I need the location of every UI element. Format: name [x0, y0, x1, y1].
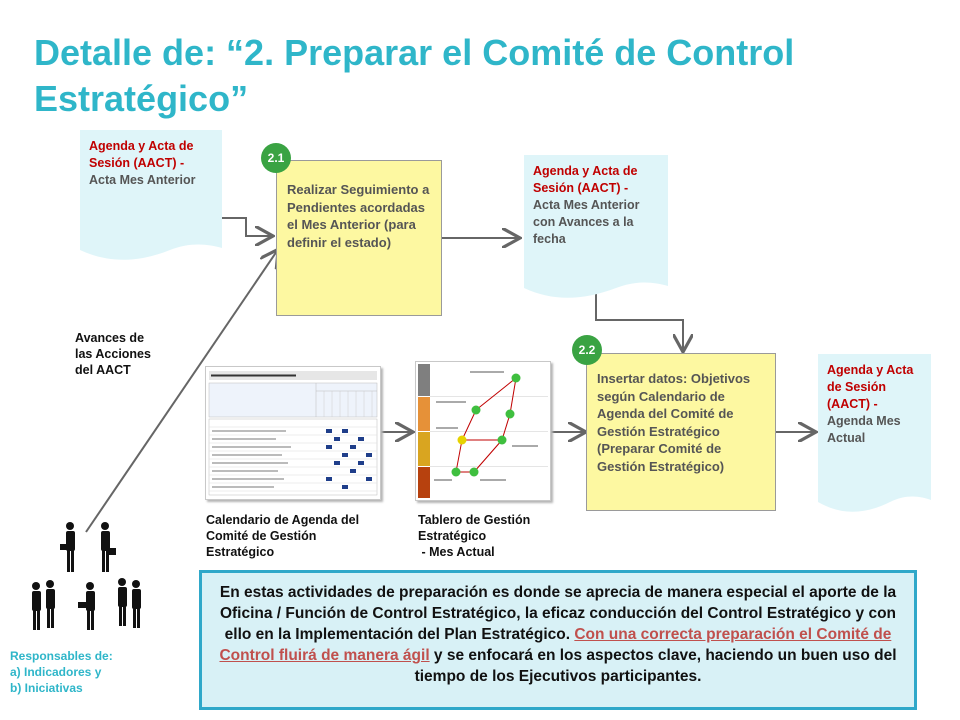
- note-text-part2: y se enfocará en los aspectos clave, hac…: [415, 647, 897, 685]
- process-step-2-2: Insertar datos: Objetivos según Calendar…: [586, 353, 776, 511]
- responsables-a: a) Indicadores y: [10, 664, 113, 680]
- responsables-b: b) Iniciativas: [10, 680, 113, 696]
- label-calendario: Calendario de Agenda del Comité de Gesti…: [206, 512, 376, 560]
- doc-title: Agenda y Acta de Sesión (AACT) -: [533, 163, 660, 197]
- note-box: En estas actividades de preparación es d…: [199, 570, 917, 710]
- label-tablero: Tablero de Gestión Estratégico - Mes Act…: [418, 512, 568, 560]
- label-tablero-line2: - Mes Actual: [418, 544, 568, 560]
- page-title: Detalle de: “2. Preparar el Comité de Co…: [34, 30, 934, 122]
- doc-acta-con-avances: Agenda y Acta de Sesión (AACT) - Acta Me…: [524, 155, 668, 280]
- process-text: Realizar Seguimiento a Pendientes acorda…: [287, 181, 433, 251]
- calendar-thumbnail: [205, 366, 381, 500]
- tablero-thumbnail: [415, 361, 551, 501]
- people-silhouettes-icon: [14, 518, 174, 638]
- doc-acta-mes-anterior: Agenda y Acta de Sesión (AACT) - Acta Me…: [80, 130, 222, 242]
- doc-agenda-mes-actual: Agenda y Acta de Sesión (AACT) - Agenda …: [818, 354, 931, 494]
- calendar-table-graphic: [206, 367, 380, 499]
- responsables-title: Responsables de:: [10, 648, 113, 664]
- responsables-label: Responsables de: a) Indicadores y b) Ini…: [10, 648, 113, 696]
- doc-title: Agenda y Acta de Sesión (AACT) -: [89, 138, 214, 172]
- document-wave-edge: [80, 242, 222, 262]
- strategy-map-graphic: [416, 362, 550, 500]
- label-tablero-line1: Tablero de Gestión Estratégico: [418, 512, 568, 544]
- document-wave-edge: [524, 280, 668, 300]
- step-badge-2-1: 2.1: [261, 143, 291, 173]
- doc-subtitle: Acta Mes Anterior: [89, 172, 214, 189]
- process-text: Insertar datos: Objetivos según Calendar…: [597, 370, 767, 475]
- doc-subtitle: Agenda Mes Actual: [827, 413, 923, 447]
- document-wave-edge: [818, 494, 931, 514]
- label-avances: Avances de las Acciones del AACT: [75, 330, 155, 378]
- doc-title: Agenda y Acta de Sesión (AACT) -: [827, 362, 923, 413]
- arrow-doc-to-step1: [222, 218, 271, 236]
- step-badge-2-2: 2.2: [572, 335, 602, 365]
- doc-subtitle: Acta Mes Anterior con Avances a la fecha: [533, 197, 660, 248]
- process-step-2-1: Realizar Seguimiento a Pendientes acorda…: [276, 160, 442, 316]
